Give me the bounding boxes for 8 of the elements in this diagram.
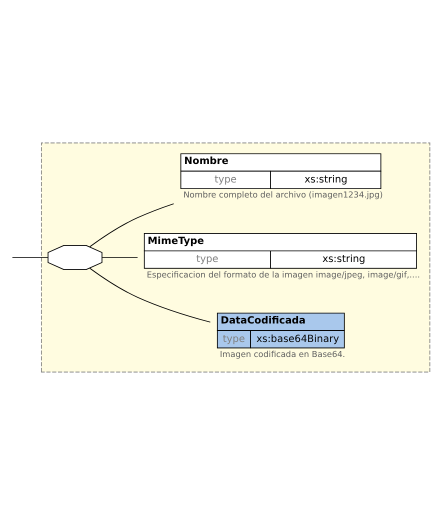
- node-label: Imagen codificada en Base64.: [220, 348, 346, 359]
- connector: [89, 267, 211, 322]
- node-octagon: [48, 244, 102, 270]
- cluster: [40, 142, 430, 372]
- node-label: Especificacion del formato de la imagen image/jpeg, image/gif,....: [146, 268, 420, 279]
- node-label: Nombre completo del archivo (imagen1234.jpg): [183, 189, 383, 200]
- connector: [12, 256, 48, 258]
- connector: [89, 202, 174, 247]
